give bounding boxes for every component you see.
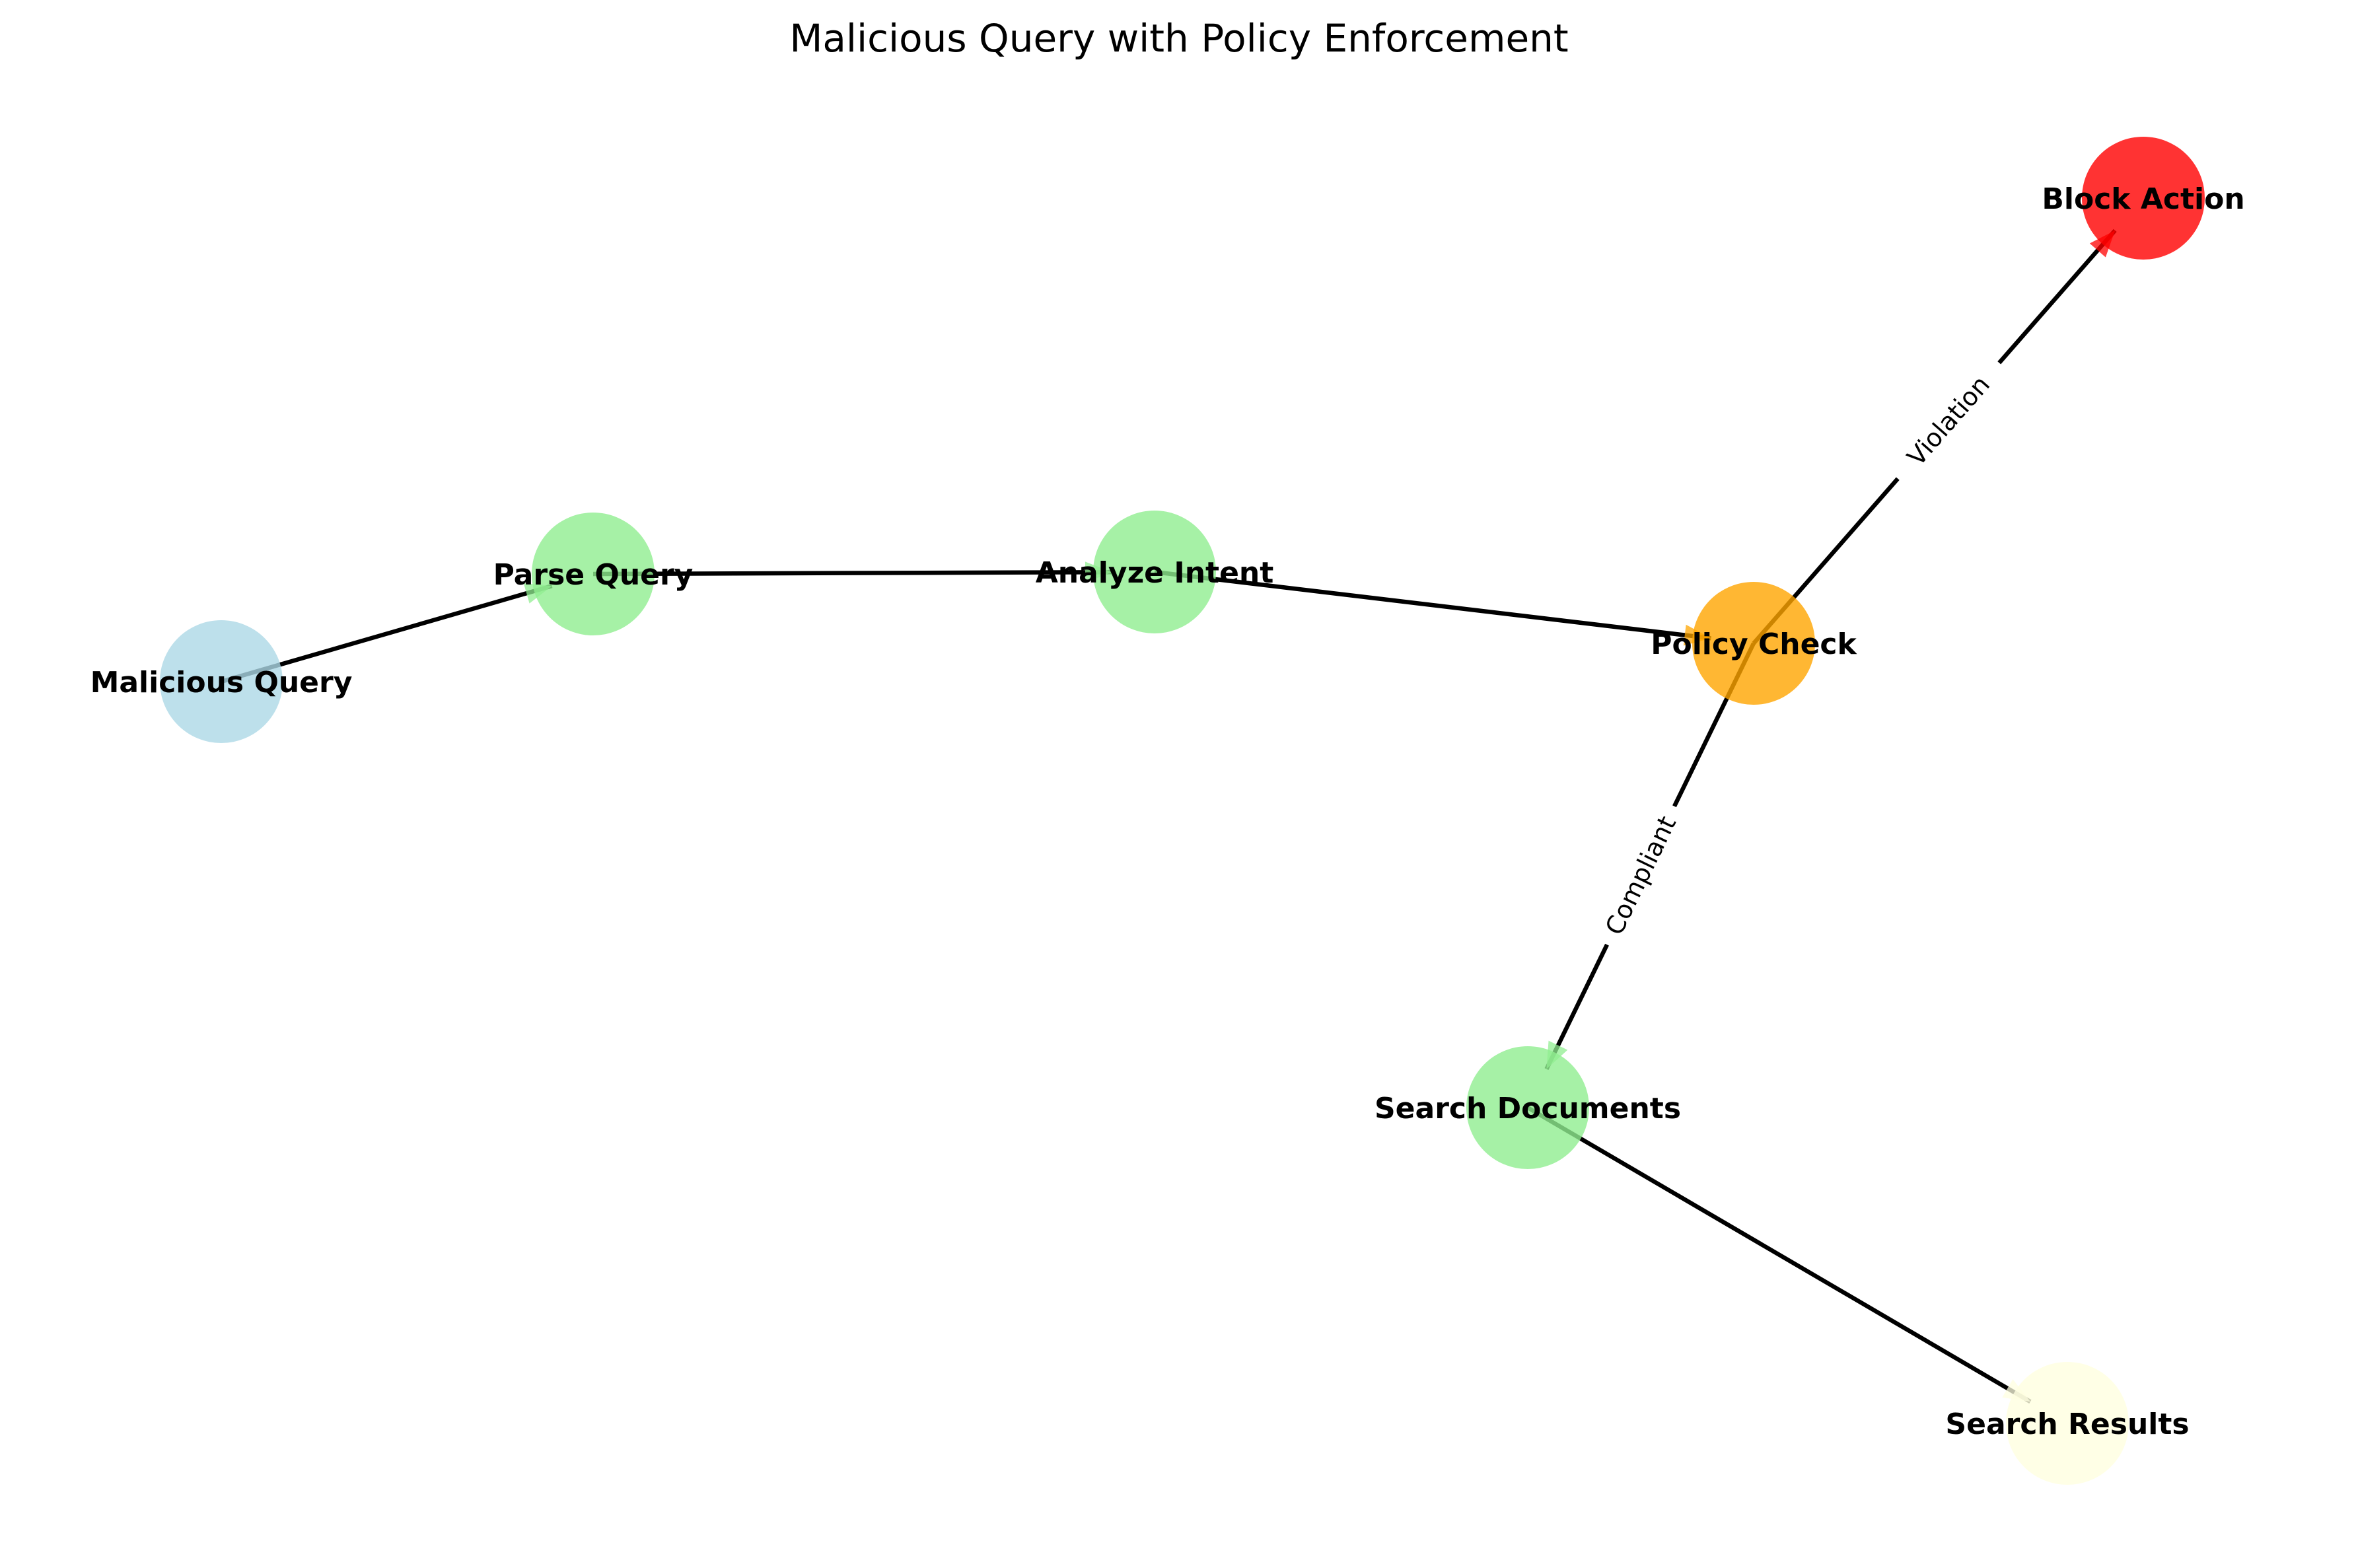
node-label-policy-check: Policy Check — [1651, 627, 1857, 661]
node-parse-query — [532, 513, 655, 635]
edge-layer — [221, 229, 2117, 1404]
edge-label-text: Violation — [1902, 370, 1995, 472]
edge-label-violation: Violation — [1884, 350, 2013, 491]
node-block-action — [2082, 137, 2205, 260]
arrowhead-layer — [523, 230, 2116, 1402]
node-search-documents — [1466, 1046, 1589, 1169]
node-label-search-documents: Search Documents — [1375, 1092, 1681, 1125]
arrowhead-search-documents — [1546, 1040, 1568, 1069]
node-policy-check — [1692, 582, 1815, 705]
node-label-search-results: Search Results — [1945, 1408, 2189, 1441]
arrowhead-analyze-intent — [1085, 561, 1112, 583]
node-search-results — [2006, 1362, 2129, 1485]
diagram-title: Malicious Query with Policy Enforcement — [789, 16, 1568, 61]
node-malicious-query — [160, 620, 283, 743]
arrowhead-policy-check — [1683, 624, 1711, 646]
edge-search-documents-to-search-results — [1526, 1106, 2032, 1404]
edge-label-compliant: Compliant — [1590, 798, 1692, 953]
node-label-malicious-query: Malicious Query — [90, 666, 353, 699]
arrowhead-parse-query — [523, 583, 552, 604]
node-label-block-action: Block Action — [2042, 182, 2244, 216]
edge-label-text: Compliant — [1600, 812, 1682, 940]
edge-parse-query-to-analyze-intent — [592, 569, 1112, 577]
arrowhead-block-action — [2089, 230, 2116, 258]
edge-analyze-intent-to-policy-check — [1154, 569, 1711, 641]
node-layer — [160, 137, 2205, 1485]
node-label-parse-query: Parse Query — [493, 558, 694, 592]
node-label-analyze-intent: Analyze Intent — [1036, 556, 1274, 590]
arrowhead-search-results — [2002, 1379, 2030, 1402]
node-analyze-intent — [1093, 511, 1216, 633]
